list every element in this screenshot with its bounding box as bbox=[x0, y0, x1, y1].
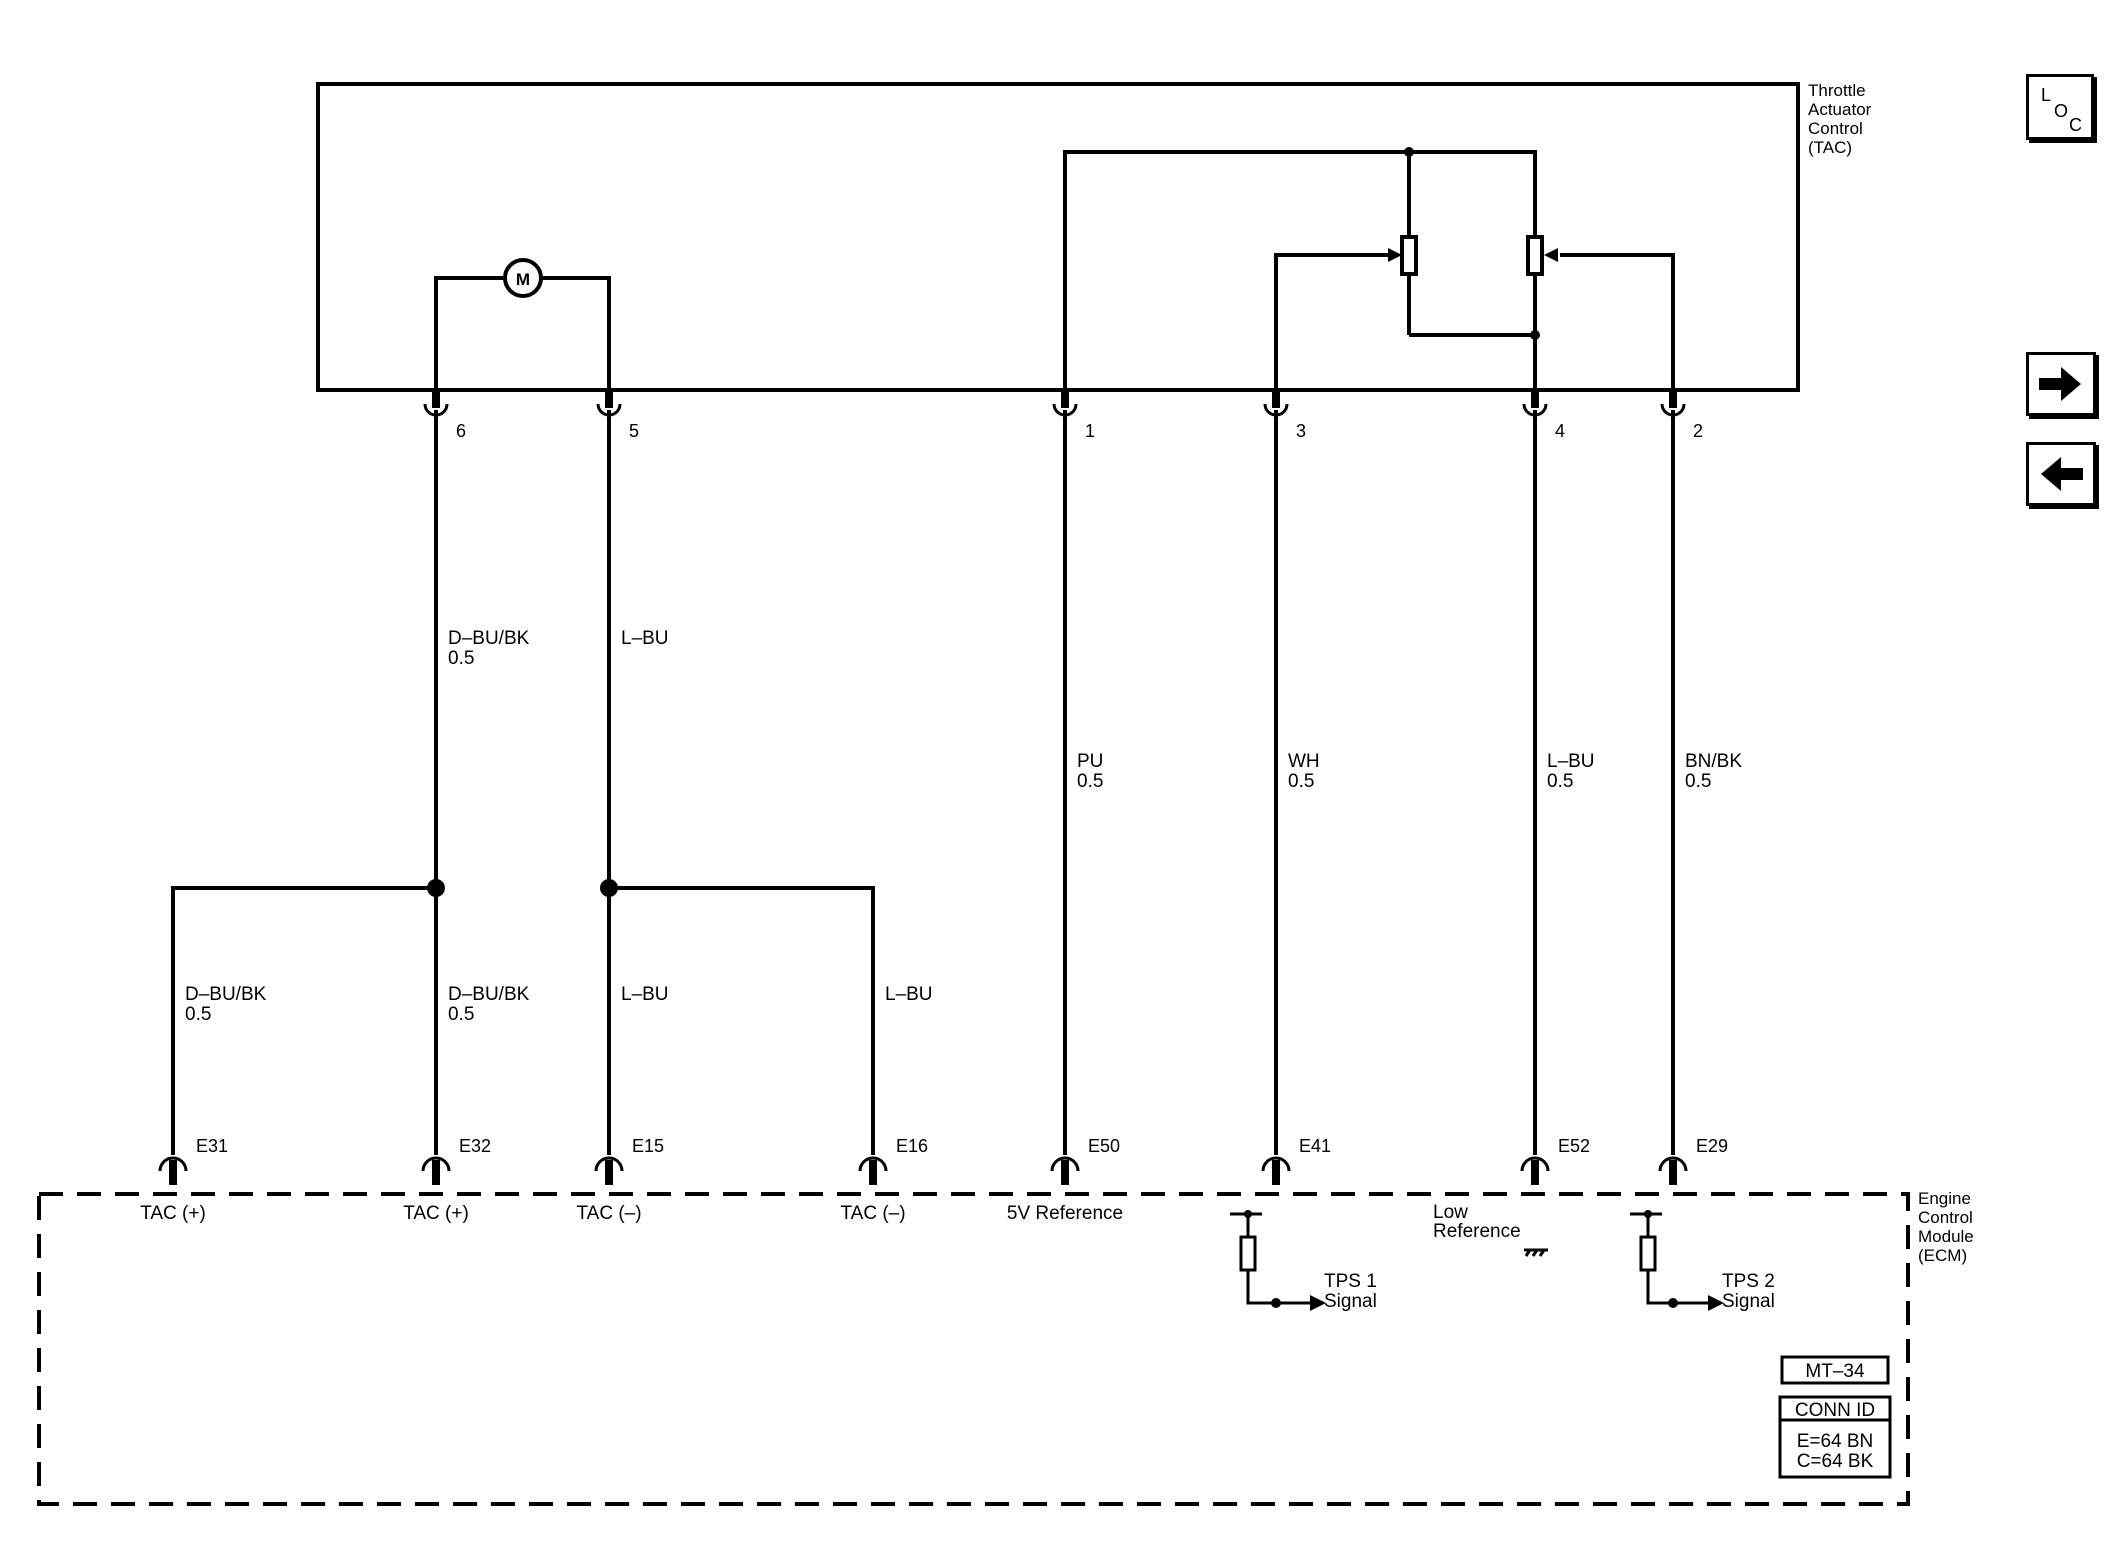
wire-size-e32: 0.5 bbox=[448, 1004, 474, 1025]
wire-size-pin4: 0.5 bbox=[1547, 771, 1573, 792]
loc-button[interactable]: L O C bbox=[2026, 74, 2094, 140]
tps2-input-circuit bbox=[1630, 1210, 1724, 1311]
wire-color-pin1: PU bbox=[1077, 751, 1103, 772]
tps-sensor-circuit bbox=[1063, 147, 1675, 398]
ecm-name-line-3: Module bbox=[1918, 1227, 1974, 1246]
next-page-button[interactable] bbox=[2026, 352, 2096, 416]
wire-color-pin6: D–BU/BK bbox=[448, 628, 530, 649]
tac-pin-6: 6 bbox=[456, 421, 466, 441]
tac-pin-4: 4 bbox=[1555, 421, 1565, 441]
wire-size-pin2: 0.5 bbox=[1685, 771, 1711, 792]
harness-wires bbox=[171, 410, 1675, 1155]
circuit-tps2-line-1: TPS 2 bbox=[1722, 1271, 1775, 1292]
circuit-e15: TAC (–) bbox=[576, 1203, 641, 1224]
wire-size-pin1: 0.5 bbox=[1077, 771, 1103, 792]
wire-color-e32: D–BU/BK bbox=[448, 984, 530, 1005]
tac-component-box bbox=[316, 82, 1800, 392]
ecm-connector-terminals bbox=[158, 1156, 1688, 1185]
tac-name-line-3: Control bbox=[1808, 119, 1863, 138]
ecm-pin-e41: E41 bbox=[1299, 1136, 1331, 1156]
tac-name-line-4: (TAC) bbox=[1808, 138, 1852, 157]
circuit-tps1-line-2: Signal bbox=[1324, 1291, 1377, 1312]
diagram-id: MT–34 bbox=[1805, 1361, 1865, 1382]
wire-color-e16: L–BU bbox=[885, 984, 933, 1005]
tac-name-line-2: Actuator bbox=[1808, 100, 1872, 119]
wire-color-e31: D–BU/BK bbox=[185, 984, 267, 1005]
conn-id-title: CONN ID bbox=[1795, 1400, 1875, 1421]
circuit-e32: TAC (+) bbox=[403, 1203, 469, 1224]
motor-label: M bbox=[516, 270, 530, 289]
ground-icon bbox=[1524, 1248, 1548, 1257]
circuit-e50: 5V Reference bbox=[1007, 1203, 1123, 1224]
tac-pin-3: 3 bbox=[1296, 421, 1306, 441]
wire-color-pin4: L–BU bbox=[1547, 751, 1595, 772]
ecm-pin-e31: E31 bbox=[196, 1136, 228, 1156]
wire-size-pin6: 0.5 bbox=[448, 648, 474, 669]
ecm-name-line-1: Engine bbox=[1918, 1189, 1971, 1208]
ecm-pin-e29: E29 bbox=[1696, 1136, 1728, 1156]
wire-color-pin2: BN/BK bbox=[1685, 751, 1742, 772]
tac-name-line-1: Throttle bbox=[1808, 81, 1866, 100]
tac-pin-1: 1 bbox=[1085, 421, 1095, 441]
ecm-pin-e16: E16 bbox=[896, 1136, 928, 1156]
conn-id-box bbox=[1778, 1395, 1892, 1479]
previous-page-button[interactable] bbox=[2026, 442, 2096, 506]
ecm-pin-e15: E15 bbox=[632, 1136, 664, 1156]
wire-color-pin5: L–BU bbox=[621, 628, 669, 649]
ecm-pin-e52: E52 bbox=[1558, 1136, 1590, 1156]
circuit-e31: TAC (+) bbox=[140, 1203, 206, 1224]
circuit-tps2-line-2: Signal bbox=[1722, 1291, 1775, 1312]
tac-motor-circuit bbox=[434, 258, 611, 398]
tac-pin-2: 2 bbox=[1693, 421, 1703, 441]
wire-color-pin3: WH bbox=[1288, 751, 1320, 772]
loc-icon: L O C bbox=[2041, 85, 2082, 135]
circuit-e16: TAC (–) bbox=[840, 1203, 905, 1224]
ecm-pin-e50: E50 bbox=[1088, 1136, 1120, 1156]
circuit-e52-line-2: Reference bbox=[1433, 1221, 1521, 1242]
wire-color-e15: L–BU bbox=[621, 984, 669, 1005]
loc-letter-l: L bbox=[2041, 85, 2051, 105]
circuit-e52-line-1: Low bbox=[1433, 1202, 1468, 1223]
arrow-left-icon bbox=[2041, 457, 2083, 491]
loc-letter-c: C bbox=[2069, 115, 2082, 135]
conn-id-line-1: E=64 BN bbox=[1797, 1431, 1874, 1452]
tps1-input-circuit bbox=[1230, 1210, 1326, 1311]
ecm-component-box bbox=[37, 1192, 1910, 1506]
loc-letter-o: O bbox=[2054, 101, 2068, 121]
ecm-name-line-4: (ECM) bbox=[1918, 1246, 1967, 1265]
tac-connector-terminals bbox=[423, 391, 1686, 417]
wire-size-pin3: 0.5 bbox=[1288, 771, 1314, 792]
tac-pin-5: 5 bbox=[629, 421, 639, 441]
ecm-name-line-2: Control bbox=[1918, 1208, 1973, 1227]
ecm-pin-e32: E32 bbox=[459, 1136, 491, 1156]
arrow-right-icon bbox=[2039, 367, 2081, 401]
conn-id-line-2: C=64 BK bbox=[1797, 1451, 1874, 1472]
diagram-id-box bbox=[1780, 1355, 1890, 1385]
circuit-tps1-line-1: TPS 1 bbox=[1324, 1271, 1377, 1292]
wire-size-e31: 0.5 bbox=[185, 1004, 211, 1025]
